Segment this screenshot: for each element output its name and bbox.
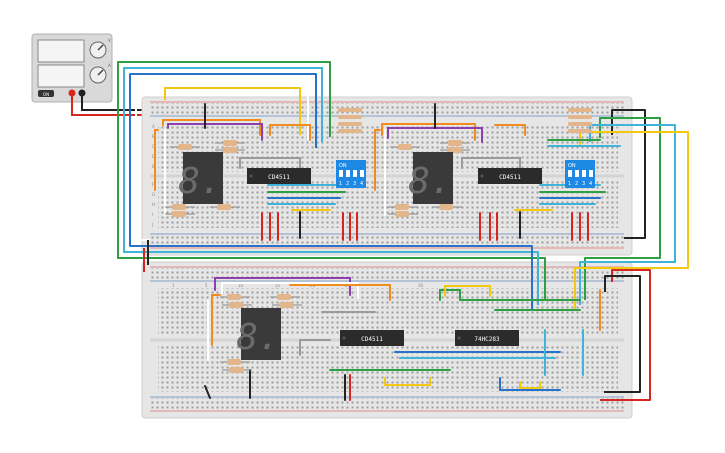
resistor[interactable]	[388, 204, 418, 210]
dip-number: 4	[360, 181, 363, 187]
column-label: 30	[418, 283, 424, 288]
display-digit: 8.	[178, 161, 221, 202]
seven-segment-display-1: 8.	[178, 152, 223, 204]
dip-toggle[interactable]	[589, 170, 593, 177]
dip-on-label: ON	[339, 163, 347, 169]
resistor[interactable]	[220, 359, 250, 365]
power-supply[interactable]: ON V A	[31, 33, 113, 103]
resistor[interactable]	[388, 211, 418, 217]
resistor-pack[interactable]	[568, 108, 592, 133]
chip-label: CD4511	[361, 336, 383, 343]
row-letters: A B C D E F G H I J	[151, 124, 155, 227]
dip-number: 1	[339, 181, 342, 187]
short-wires-bottom[interactable]	[204, 277, 601, 401]
dip-on-label: ON	[568, 163, 576, 169]
chip-label: CD4511	[268, 174, 290, 181]
resistor[interactable]	[270, 294, 300, 300]
short-wires-top[interactable]	[154, 103, 621, 241]
dip-toggle[interactable]	[568, 170, 572, 177]
resistor[interactable]	[220, 294, 250, 300]
dip-toggle[interactable]	[575, 170, 579, 177]
resistor[interactable]	[222, 302, 252, 308]
resistor-pack[interactable]	[338, 108, 362, 133]
scale-mark: V	[108, 38, 111, 43]
decoder-chip-3[interactable]: CD4511	[340, 330, 404, 346]
scale-mark: A	[108, 63, 111, 68]
knob-icon[interactable]	[89, 41, 107, 59]
row-letter: C	[152, 144, 155, 149]
dip-switch-2[interactable]: ON 1 2 3 4	[565, 160, 595, 188]
resistor[interactable]	[390, 144, 420, 150]
dip-number: 2	[346, 181, 349, 187]
dip-number: 4	[589, 181, 592, 187]
dip-toggle[interactable]	[339, 170, 343, 177]
column-label: 10	[238, 283, 244, 288]
knob-icon[interactable]	[89, 66, 107, 84]
dip-number: 1	[568, 181, 571, 187]
resistors[interactable]	[165, 108, 592, 373]
resistor[interactable]	[170, 144, 200, 150]
row-letter: G	[152, 192, 155, 197]
dip-number: 3	[353, 181, 356, 187]
resistor[interactable]	[440, 140, 470, 146]
dip-toggle[interactable]	[360, 170, 364, 177]
row-letter: D	[152, 154, 155, 159]
power-button[interactable]	[38, 90, 54, 97]
decoder-chip-1[interactable]: CD4511	[247, 168, 311, 184]
resistor[interactable]	[272, 302, 302, 308]
dip-number: 3	[582, 181, 585, 187]
row-letter: A	[152, 124, 155, 129]
resistor[interactable]	[165, 204, 195, 210]
column-label: 5	[205, 283, 208, 288]
chip-label: CD4511	[499, 174, 521, 181]
row-letter: H	[152, 202, 155, 207]
resistor[interactable]	[210, 204, 240, 210]
row-letter: E	[152, 164, 155, 169]
column-label: 15	[275, 283, 281, 288]
resistor[interactable]	[165, 211, 195, 217]
seven-segment-display-3: 8.	[236, 308, 281, 360]
display-digit: 8.	[408, 161, 451, 202]
resistor[interactable]	[432, 204, 462, 210]
chip-label: 74HC283	[474, 336, 500, 343]
row-letter: J	[151, 222, 153, 227]
dip-switch-1[interactable]: ON 1 2 3 4	[336, 160, 366, 188]
seven-segment-display-2: 8.	[408, 152, 453, 204]
dip-toggle[interactable]	[582, 170, 586, 177]
long-wires[interactable]	[117, 61, 689, 401]
dip-toggle[interactable]	[346, 170, 350, 177]
decoder-chip-2[interactable]: CD4511	[478, 168, 542, 184]
resistor[interactable]	[215, 140, 245, 146]
row-letter: B	[152, 134, 155, 139]
dip-toggle[interactable]	[353, 170, 357, 177]
resistor[interactable]	[222, 367, 252, 373]
row-letter: I	[152, 212, 153, 217]
dip-number: 2	[575, 181, 578, 187]
resistor[interactable]	[440, 147, 470, 153]
power-button-label: ON	[43, 92, 49, 97]
adder-chip[interactable]: 74HC283	[455, 330, 519, 346]
resistor[interactable]	[215, 147, 245, 153]
row-letter: F	[152, 182, 155, 187]
column-label: 1	[172, 283, 175, 288]
display-digit: 8.	[236, 317, 279, 358]
